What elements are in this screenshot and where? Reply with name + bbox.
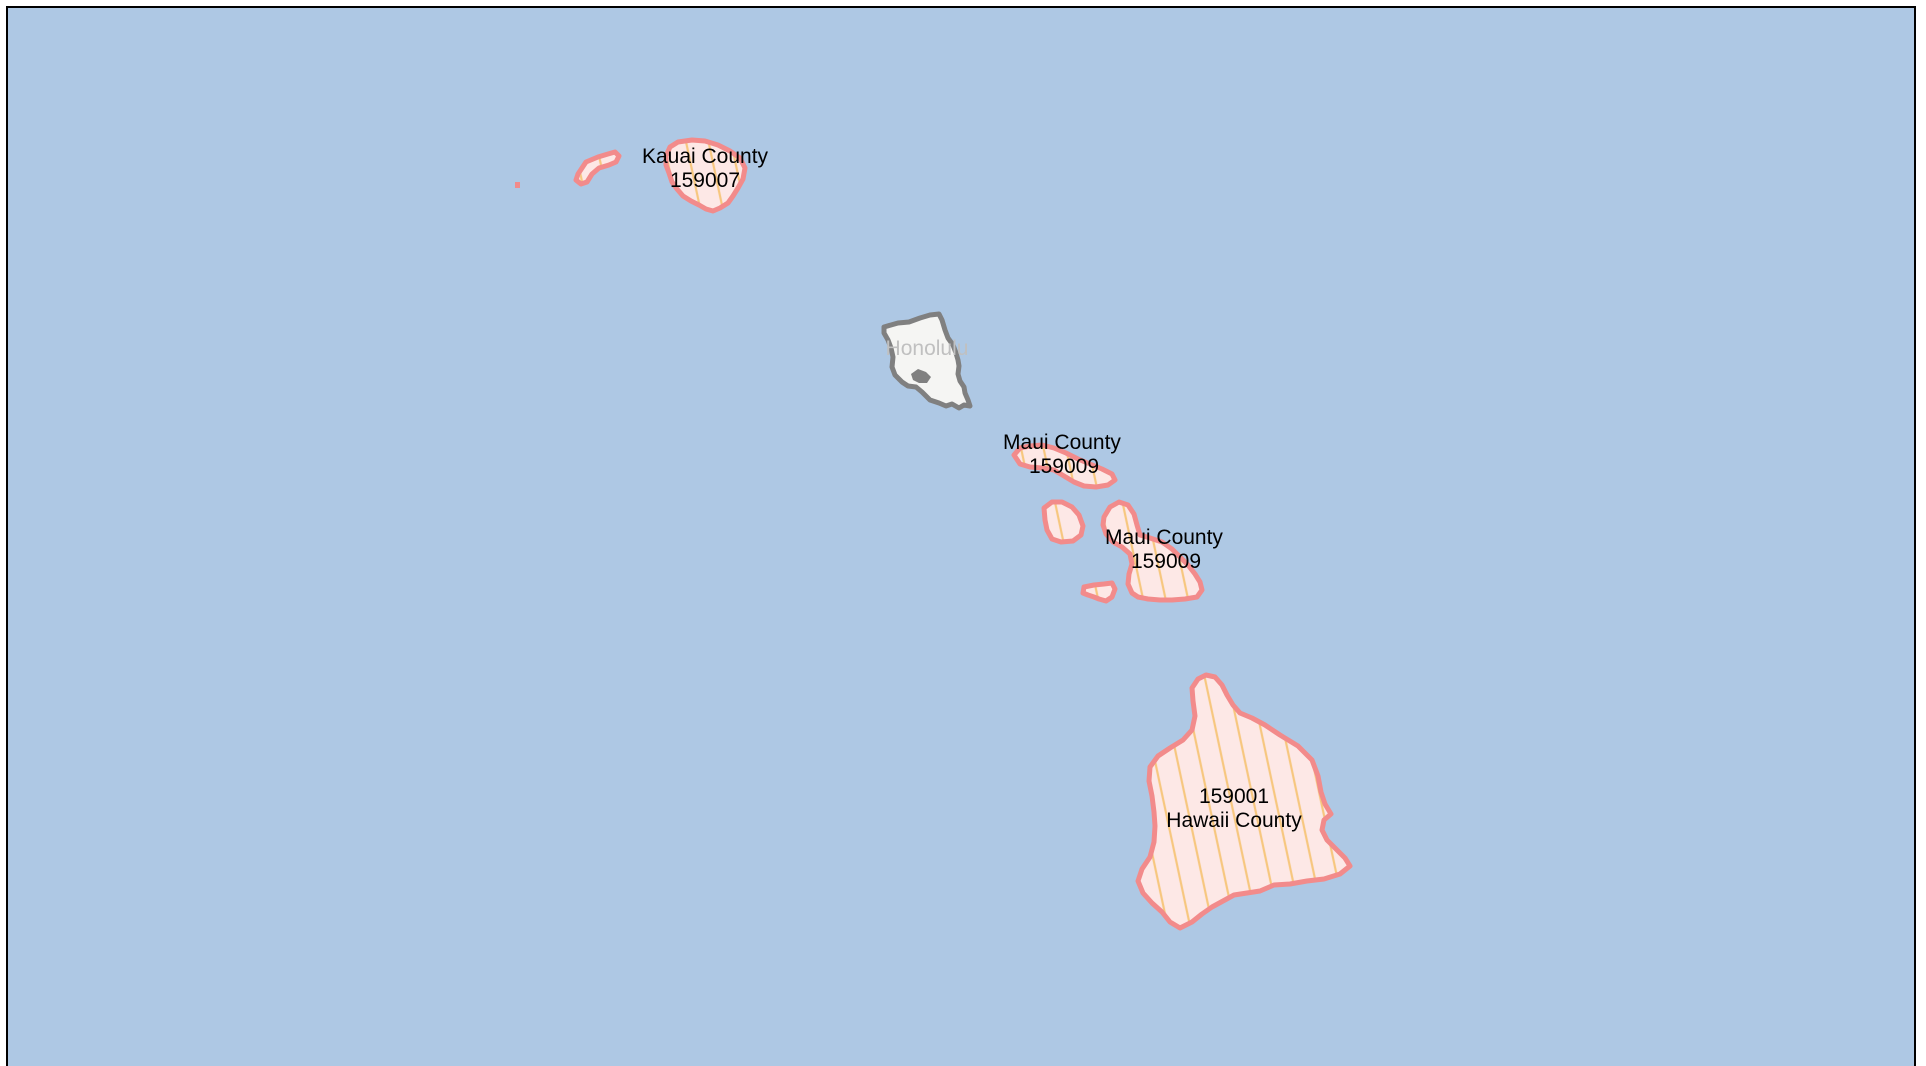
kauai-name-label: Kauai County [642,145,769,168]
oahu-island[interactable] [881,311,973,411]
hawaii-island[interactable] [1135,672,1353,931]
maui-north-code-label: 159009 [1029,455,1099,478]
maui-county-south-region[interactable] [1041,499,1205,604]
maui-island[interactable] [1100,499,1205,603]
map-frame: Kauai County 159007 Honolulu Maui County… [6,6,1916,1066]
kauai-island[interactable] [663,137,748,214]
pearl-harbor [911,369,931,383]
kauai-county-region[interactable] [515,137,748,214]
kaula-islet[interactable] [515,182,520,188]
kauai-code-label: 159007 [670,169,740,192]
maui-south-code-label: 159009 [1131,550,1201,573]
hawaii-county-region[interactable] [1135,672,1353,931]
hawaii-code-label: 159001 [1199,785,1269,808]
maui-north-name-label: Maui County [1003,431,1121,454]
ocean [8,8,1914,1066]
map-canvas[interactable]: Kauai County 159007 Honolulu Maui County… [8,8,1916,1066]
honolulu-county-region[interactable] [881,311,973,411]
honolulu-label: Honolulu [886,337,969,360]
molokai-island[interactable] [1011,442,1118,490]
maui-south-name-label: Maui County [1105,526,1223,549]
hawaii-name-label: Hawaii County [1166,809,1302,832]
niihau-island[interactable] [573,149,622,187]
kahoolawe-island[interactable] [1080,580,1118,604]
lanai-island[interactable] [1041,499,1086,545]
maui-county-north-region[interactable] [1011,442,1118,490]
